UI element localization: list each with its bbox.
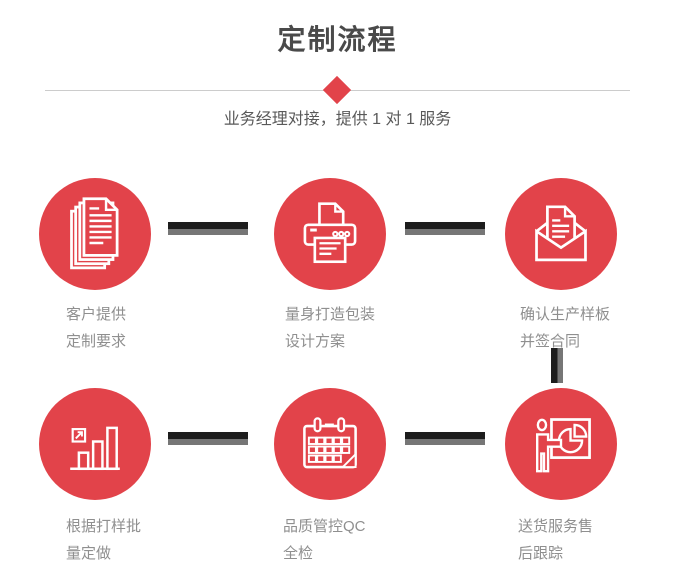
custom-process-section: 定制流程 业务经理对接，提供 1 对 1 服务 bbox=[0, 18, 675, 562]
documents-icon bbox=[70, 197, 119, 270]
connector-step5-step6 bbox=[405, 432, 485, 445]
step-label: 送货服务售 后跟踪 bbox=[518, 518, 594, 562]
step-quality-control bbox=[274, 388, 386, 500]
step-label: 量身打造包装 设计方案 bbox=[285, 306, 376, 350]
calendar-icon bbox=[303, 417, 357, 469]
step-label: 客户提供 定制要求 bbox=[66, 306, 127, 350]
subtitle: 业务经理对接，提供 1 对 1 服务 bbox=[223, 111, 452, 128]
connector-step1-step2 bbox=[168, 222, 248, 235]
diamond-accent-icon bbox=[322, 75, 352, 105]
connector-step4-step5 bbox=[168, 432, 248, 445]
step-packaging-design bbox=[274, 178, 386, 290]
connector-step3-step6 bbox=[551, 348, 563, 383]
envelope-icon bbox=[535, 205, 587, 262]
bar-chart-icon bbox=[70, 426, 120, 471]
step-label: 品质管控QC 全检 bbox=[283, 518, 366, 562]
step-label: 确认生产样板 并签合同 bbox=[520, 306, 611, 350]
step-delivery-aftersales bbox=[505, 388, 617, 500]
page-title: 定制流程 bbox=[277, 24, 398, 55]
step-label: 根据打样批 量定做 bbox=[66, 518, 142, 562]
step-customer-requirements bbox=[39, 178, 151, 290]
connector-step2-step3 bbox=[405, 222, 485, 235]
step-confirm-sample-contract bbox=[505, 178, 617, 290]
printer-icon bbox=[303, 202, 357, 264]
step-batch-production bbox=[39, 388, 151, 500]
presenter-icon bbox=[536, 418, 591, 473]
